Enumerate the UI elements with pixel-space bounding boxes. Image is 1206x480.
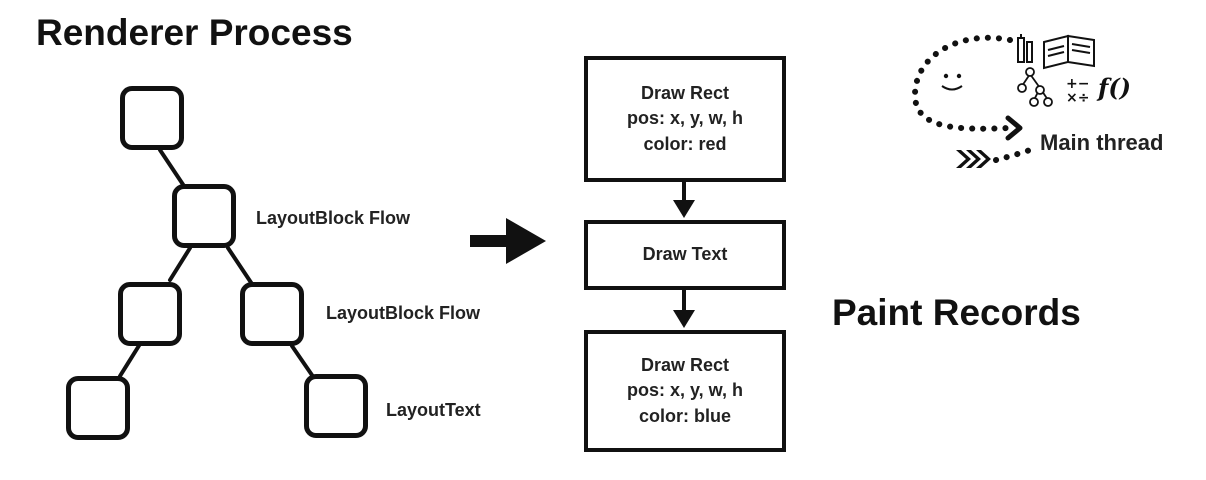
record-line: color: blue	[638, 405, 731, 426]
dotted-loop	[911, 34, 1013, 132]
renderer-process-title: Renderer Process	[36, 12, 353, 53]
paint-record-draw-rect-blue: Draw Rect pos: x, y, w, h color: blue	[584, 330, 786, 452]
edge-root-block1	[158, 148, 186, 188]
edge-block1-block2	[226, 246, 254, 286]
record-line: Draw Rect	[640, 83, 730, 104]
record-arrow-1	[673, 180, 695, 218]
smiley-icon	[941, 73, 963, 91]
math-icon: +−	[1066, 76, 1089, 92]
dotted-tail	[993, 147, 1033, 163]
tree-node-block1	[172, 184, 236, 248]
tree-node-block2	[240, 282, 304, 346]
label-layoutblock-flow-1: LayoutBlock Flow	[256, 208, 411, 228]
tree-node-text	[304, 374, 368, 438]
record-arrow-2	[673, 290, 695, 328]
paint-records-title: Paint Records	[832, 292, 1081, 333]
main-thread-label: Main thread	[1040, 130, 1164, 155]
record-line: pos: x, y, w, h	[626, 380, 743, 401]
record-line: Draw Text	[642, 244, 728, 265]
edge-left-leaf	[118, 342, 142, 378]
pencils-icon	[1017, 34, 1033, 63]
record-line: Draw Rect	[640, 355, 730, 376]
edge-block2-text	[290, 344, 316, 380]
record-line: pos: x, y, w, h	[626, 108, 743, 129]
function-icon: f()	[1096, 73, 1131, 102]
label-layouttext: LayoutText	[386, 400, 481, 420]
record-line: color: red	[643, 133, 727, 154]
paint-record-draw-text: Draw Text	[584, 220, 786, 290]
main-thread-illustration: +− ×÷ f()	[911, 34, 1131, 168]
fast-forward-icon	[956, 150, 991, 168]
transform-arrow	[470, 218, 546, 264]
paint-record-draw-rect-red: Draw Rect pos: x, y, w, h color: red	[584, 56, 786, 182]
edge-block1-left	[168, 246, 192, 282]
tree-node-leaf-left	[66, 376, 130, 440]
math-icon-2: ×÷	[1066, 90, 1089, 106]
book-icon	[1043, 34, 1095, 70]
label-layoutblock-flow-2: LayoutBlock Flow	[326, 303, 481, 323]
loop-arrow-icon	[1005, 115, 1023, 141]
tree-node-left	[118, 282, 182, 346]
tree-node-root	[120, 86, 184, 150]
tree-icon	[1017, 67, 1053, 107]
